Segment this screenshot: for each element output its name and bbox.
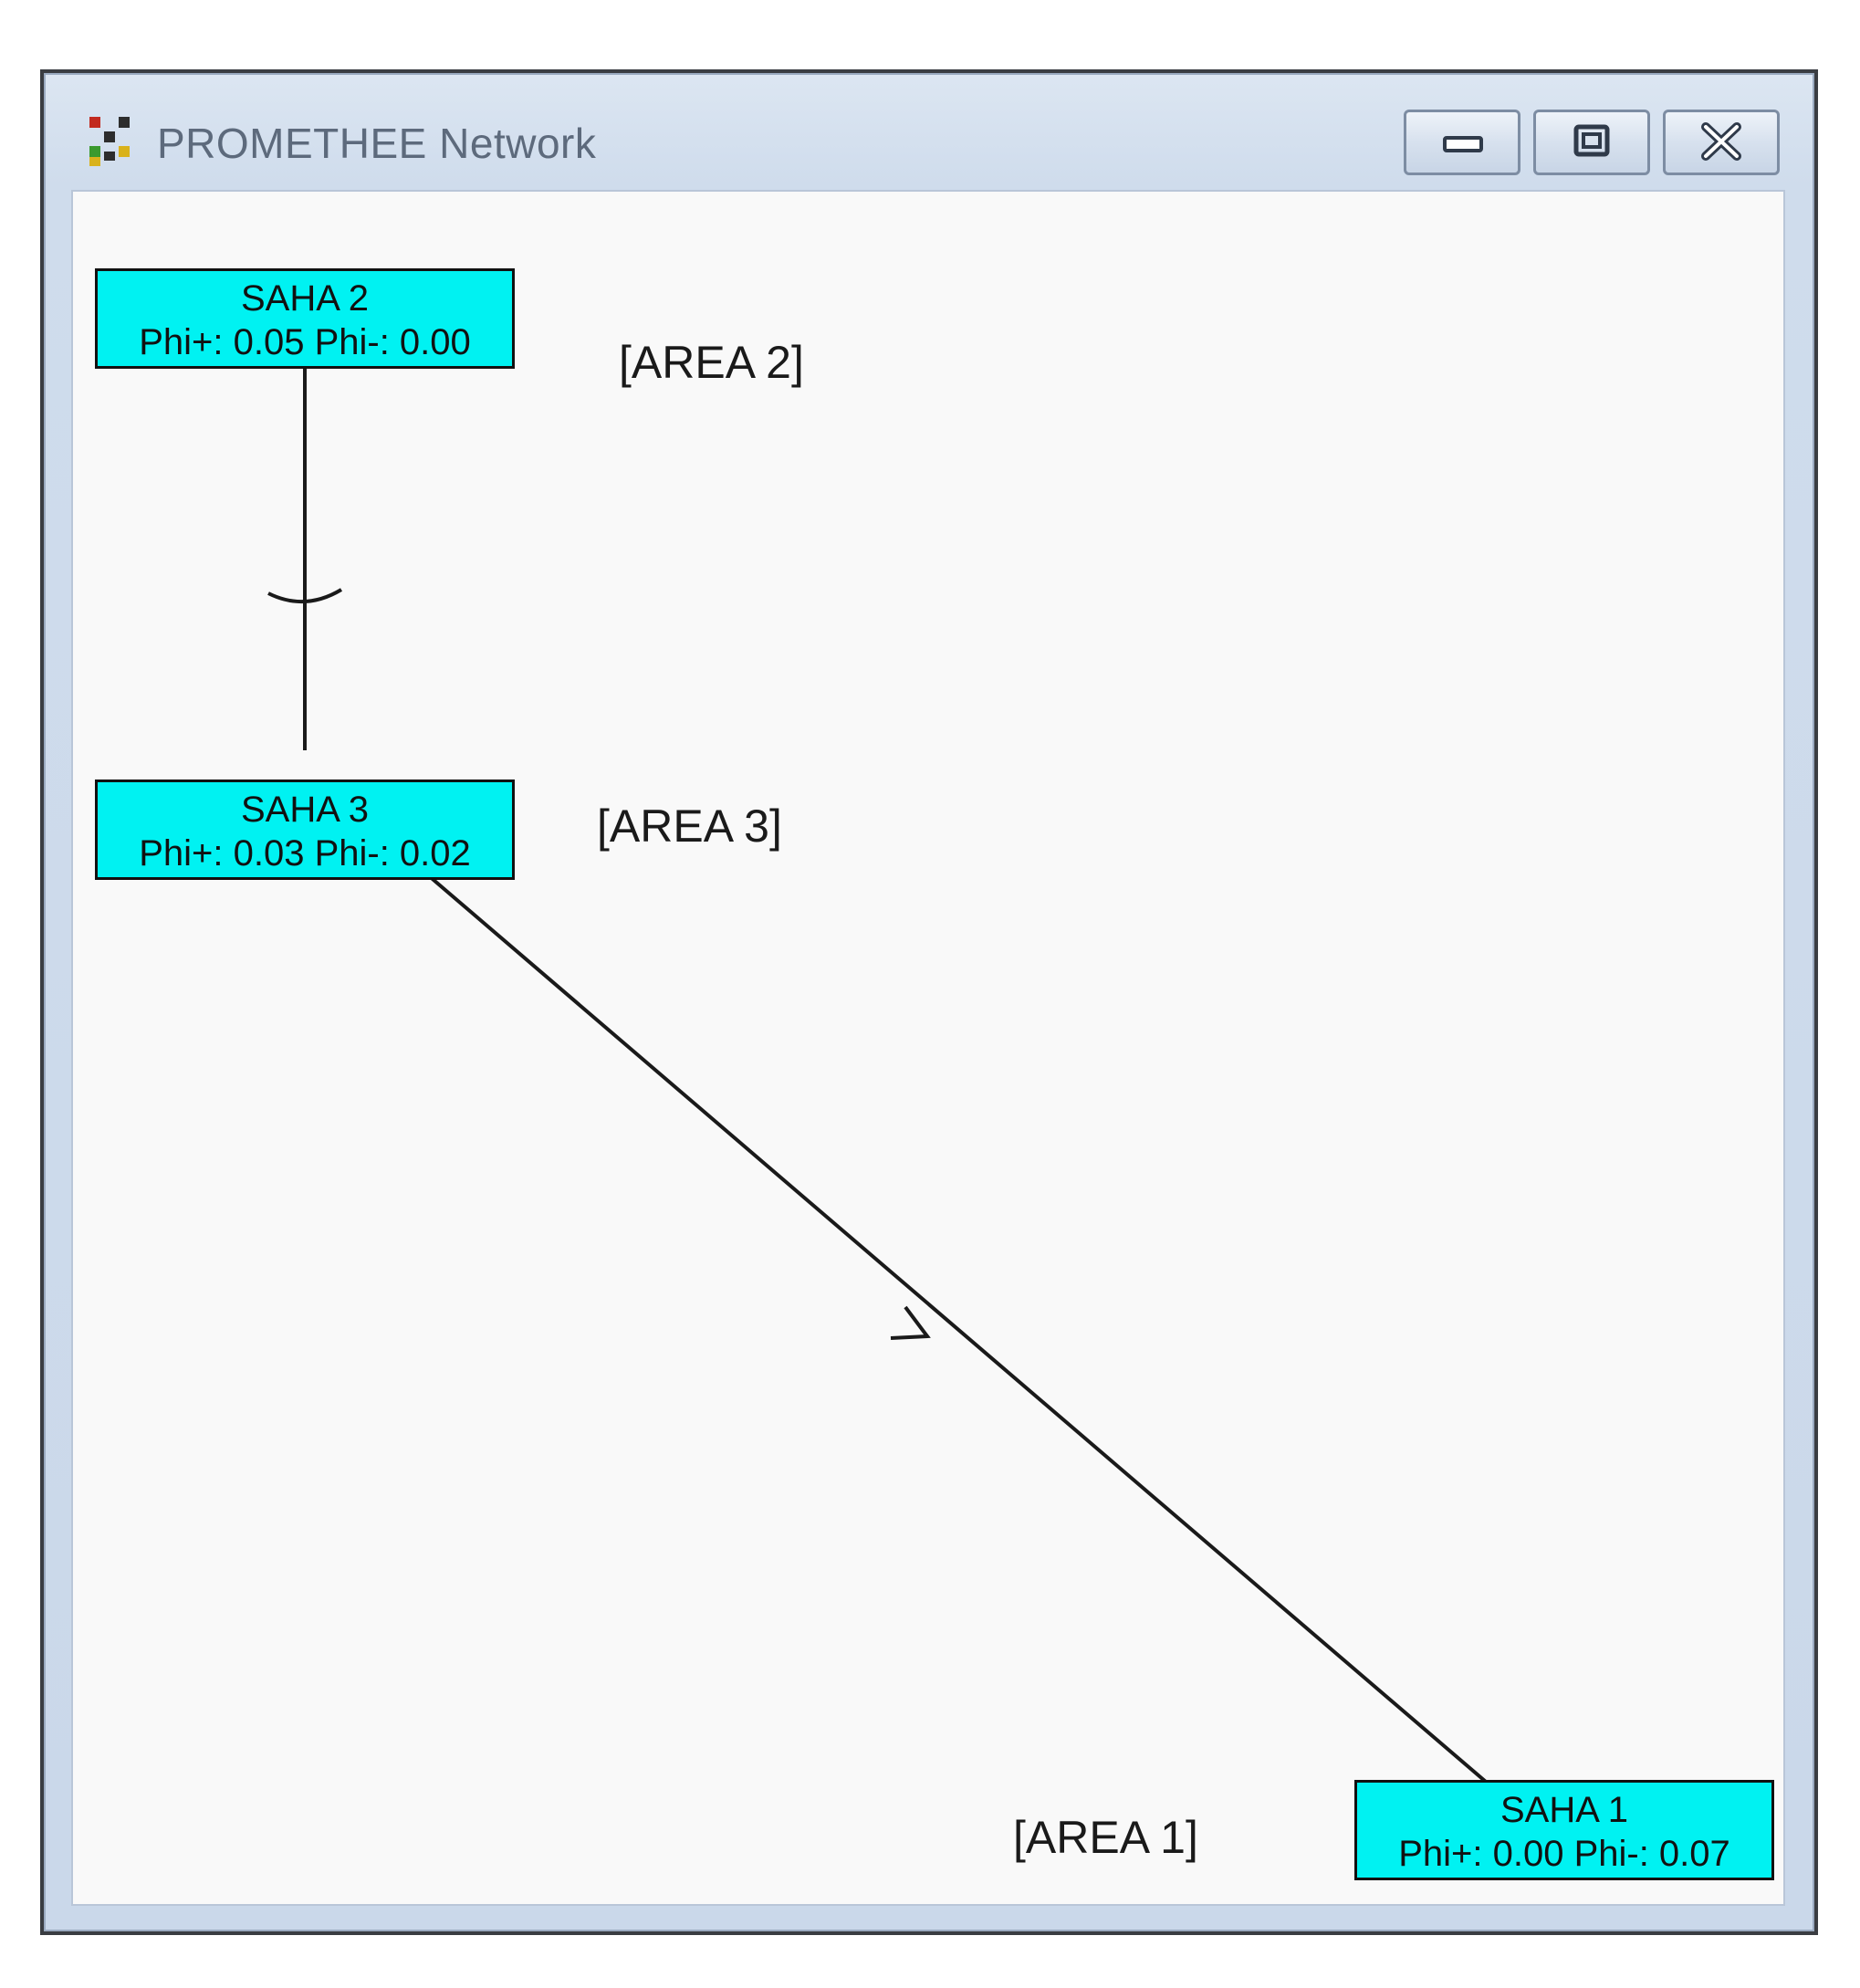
node-name: SAHA 1 [1499, 1790, 1629, 1830]
node-name: SAHA 3 [240, 790, 370, 830]
title-bar[interactable]: PROMETHEE Network [44, 73, 1814, 192]
node-saha-3[interactable]: SAHA 3 Phi+: 0.03 Phi-: 0.02 [95, 780, 515, 880]
area-label-2: [AREA 2] [619, 337, 804, 388]
minimize-button[interactable] [1404, 110, 1520, 175]
edge-arrow-saha3-saha1 [890, 1305, 931, 1340]
network-canvas[interactable]: SAHA 2 Phi+: 0.05 Phi-: 0.00 [AREA 2] SA… [71, 190, 1785, 1906]
network-edges [267, 351, 1488, 1784]
node-saha-1[interactable]: SAHA 1 Phi+: 0.00 Phi-: 0.07 [1354, 1780, 1774, 1880]
node-phi-values: Phi+: 0.05 Phi-: 0.00 [139, 322, 471, 362]
maximize-button[interactable] [1533, 110, 1650, 175]
edge-saha3-saha1 [361, 818, 1488, 1784]
minimize-icon [1443, 136, 1483, 152]
promethee-network-window: PROMETHEE Network [40, 69, 1818, 1935]
node-phi-values: Phi+: 0.00 Phi-: 0.07 [1398, 1834, 1730, 1874]
node-name: SAHA 2 [240, 278, 370, 319]
edge-arrow-saha2-saha3 [267, 588, 343, 603]
promethee-app-icon [89, 117, 130, 166]
area-label-3: [AREA 3] [597, 800, 782, 852]
close-button[interactable] [1663, 110, 1780, 175]
close-icon [1701, 122, 1741, 161]
maximize-icon [1573, 124, 1610, 157]
node-phi-values: Phi+: 0.03 Phi-: 0.02 [139, 833, 471, 874]
area-label-1: [AREA 1] [1013, 1812, 1198, 1863]
window-title: PROMETHEE Network [157, 120, 597, 167]
node-saha-2[interactable]: SAHA 2 Phi+: 0.05 Phi-: 0.00 [95, 268, 515, 369]
